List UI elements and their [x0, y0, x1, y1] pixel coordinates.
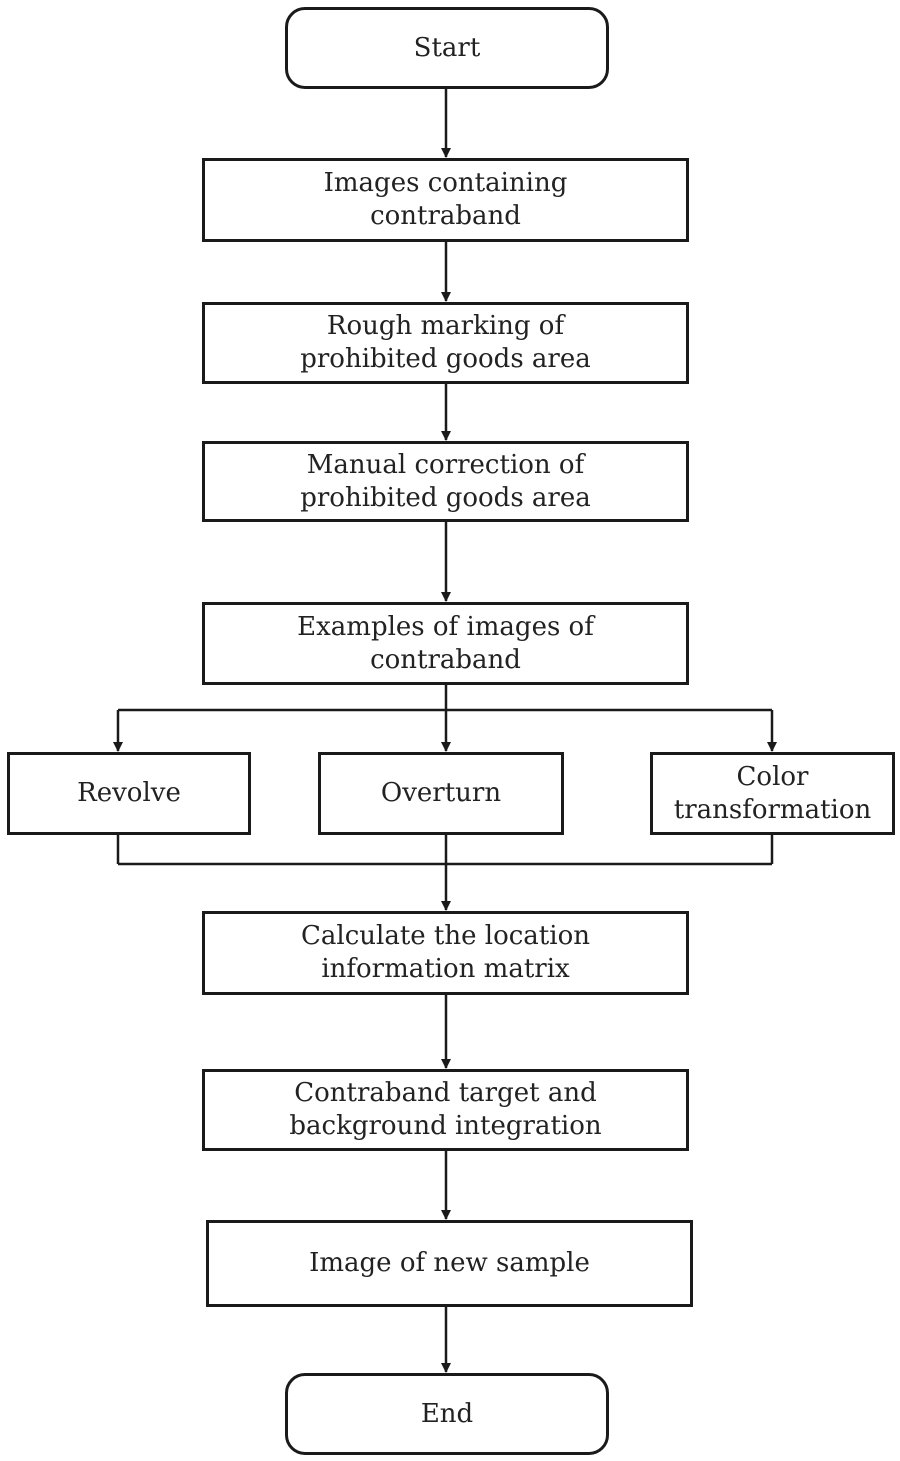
new-sample-label: Image of new sample: [309, 1248, 590, 1278]
color-transformation-box: Color transformation: [650, 752, 895, 835]
color-transformation-label: Color transformation: [673, 761, 872, 825]
overturn-box: Overturn: [318, 752, 564, 835]
calculate-box: Calculate the location information matri…: [202, 911, 689, 995]
images-containing-contraband-box: Images containing contraband: [202, 158, 689, 242]
images-containing-label: Images containing contraband: [323, 168, 568, 231]
end-terminal: End: [285, 1373, 609, 1455]
integration-label: Contraband target and background integra…: [289, 1078, 602, 1141]
examples-label: Examples of images of contraband: [297, 611, 594, 675]
rough-marking-label: Rough marking of prohibited goods area: [300, 311, 591, 374]
manual-correction-box: Manual correction of prohibited goods ar…: [202, 441, 689, 522]
manual-correction-label: Manual correction of prohibited goods ar…: [300, 449, 591, 513]
examples-box: Examples of images of contraband: [202, 602, 689, 685]
rough-marking-box: Rough marking of prohibited goods area: [202, 302, 689, 384]
calculate-label: Calculate the location information matri…: [301, 921, 590, 984]
start-terminal: Start: [285, 7, 609, 89]
revolve-box: Revolve: [7, 752, 251, 835]
end-label: End: [420, 1398, 474, 1429]
revolve-label: Revolve: [77, 778, 181, 808]
overturn-label: Overturn: [380, 778, 502, 808]
start-label: Start: [413, 32, 481, 63]
new-sample-box: Image of new sample: [206, 1220, 693, 1307]
integration-box: Contraband target and background integra…: [202, 1069, 689, 1151]
